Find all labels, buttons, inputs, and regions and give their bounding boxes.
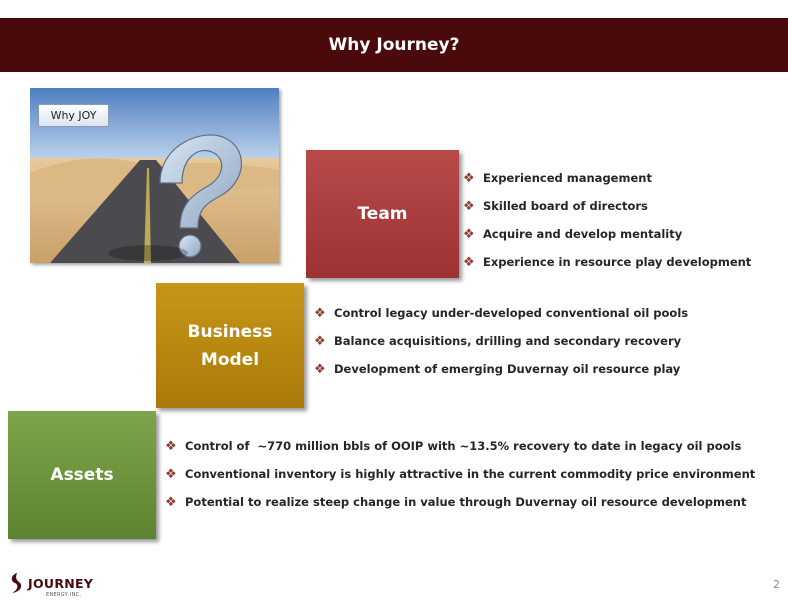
logo-name: JOURNEY [28,576,94,591]
list-item: ❖Control legacy under-developed conventi… [314,305,689,321]
diamond-bullet-icon: ❖ [463,170,475,186]
list-item: ❖Development of emerging Duvernay oil re… [314,361,681,377]
diamond-bullet-icon: ❖ [314,333,326,349]
assets-label: Assets [50,465,114,485]
title-bar: Why Journey? [0,18,788,72]
business-model-bullet-list: ❖Control legacy under-developed conventi… [314,299,688,383]
team-bullet-list: ❖Experienced management ❖Skilled board o… [463,164,751,276]
diamond-bullet-icon: ❖ [314,305,326,321]
business-model-label-line1: Business [187,321,273,342]
list-item: ❖Experience in resource play development [463,254,752,270]
diamond-bullet-icon: ❖ [314,361,326,377]
journey-logo-mark-icon [11,573,22,593]
question-road-photo [30,88,279,263]
assets-bullet-list: ❖Control of ~770 million bbls of OOIP wi… [165,432,755,516]
business-model-label-line2: Model [200,349,260,370]
diamond-bullet-icon: ❖ [463,226,475,242]
diamond-bullet-icon: ❖ [463,254,475,270]
team-box: Team [306,150,459,278]
journey-logo: JOURNEY ENERGY INC. [8,570,118,598]
list-item: ❖Balance acquisitions, drilling and seco… [314,333,682,349]
list-item: ❖Conventional inventory is highly attrac… [165,466,756,482]
team-label: Team [357,204,408,224]
why-joy-label: Why JOY [38,104,109,127]
logo-subtitle: ENERGY INC. [46,592,82,598]
diamond-bullet-icon: ❖ [165,494,177,510]
list-item: ❖Skilled board of directors [463,198,648,214]
assets-box: Assets [8,411,156,539]
list-item: ❖Control of ~770 million bbls of OOIP wi… [165,438,742,454]
diamond-bullet-icon: ❖ [165,438,177,454]
diamond-bullet-icon: ❖ [463,198,475,214]
list-item: ❖Potential to realize steep change in va… [165,494,747,510]
list-item: ❖Acquire and develop mentality [463,226,683,242]
page-title: Why Journey? [328,35,460,55]
page-number: 2 [773,578,780,591]
list-item: ❖Experienced management [463,170,652,186]
diamond-bullet-icon: ❖ [165,466,177,482]
